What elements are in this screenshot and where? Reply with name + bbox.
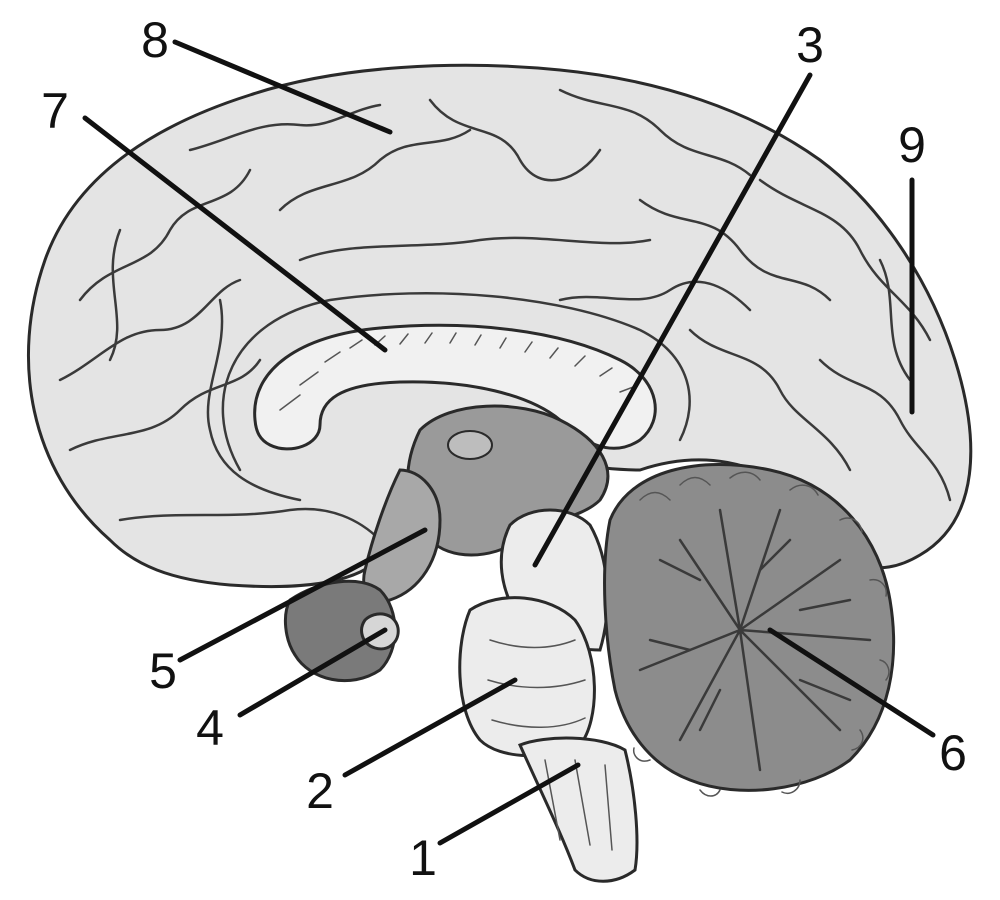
label-3: 3 xyxy=(796,17,824,73)
arbor-vitae xyxy=(638,508,872,772)
pituitary-area xyxy=(283,579,397,683)
cerebellum xyxy=(603,462,896,792)
leader-line-3 xyxy=(532,72,813,568)
leader-line-6 xyxy=(767,627,936,738)
corpus-callosum-fibers xyxy=(279,332,637,411)
cingulate-gyrus xyxy=(221,292,691,472)
leader-line-5 xyxy=(177,527,428,663)
leader-line-2 xyxy=(342,677,518,778)
hypothalamus-region xyxy=(362,468,442,603)
interthalamic-adhesion xyxy=(447,430,493,460)
medulla-oblongata xyxy=(517,736,639,883)
leader-line-1 xyxy=(437,762,581,846)
label-7: 7 xyxy=(41,83,69,139)
label-9: 9 xyxy=(898,117,926,173)
leader-lines xyxy=(82,39,936,846)
label-5: 5 xyxy=(149,643,177,699)
label-6: 6 xyxy=(939,725,967,781)
label-2: 2 xyxy=(306,763,334,819)
label-8: 8 xyxy=(141,12,169,68)
leader-line-8 xyxy=(172,39,393,135)
cortex-gyri xyxy=(58,88,952,542)
label-1: 1 xyxy=(409,830,437,886)
label-4: 4 xyxy=(196,700,224,756)
cerebellar-folia xyxy=(632,471,890,797)
leader-line-7 xyxy=(82,115,388,353)
pons xyxy=(458,596,596,758)
leader-line-4 xyxy=(237,627,388,718)
brainstem-striations xyxy=(487,639,613,851)
structure-labels: 1 2 3 4 5 6 7 8 9 xyxy=(41,12,967,886)
